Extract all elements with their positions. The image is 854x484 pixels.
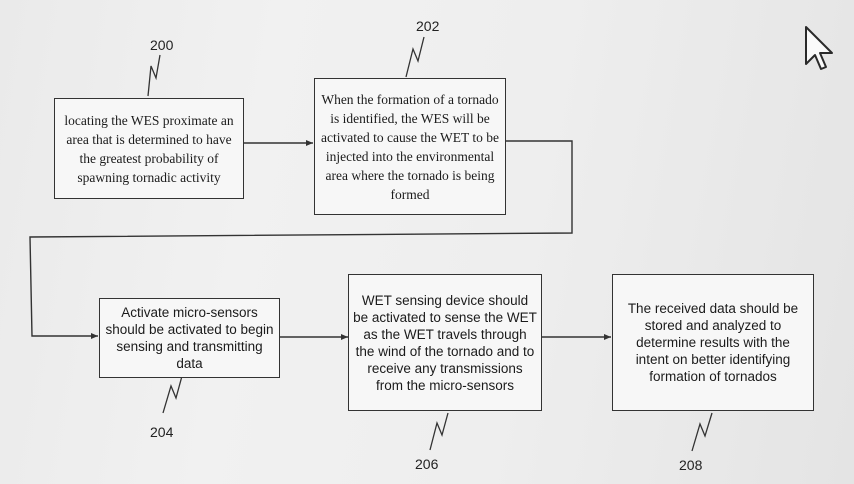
leader-204 — [162, 375, 183, 414]
leader-202 — [405, 36, 425, 78]
arrow-202-to-204 — [29, 140, 573, 339]
step-box-202: When the formation of a tornado is ident… — [314, 78, 506, 215]
leader-200 — [147, 54, 161, 97]
leader-208 — [691, 412, 713, 452]
step-box-200: locating the WES proximate an area that … — [54, 98, 244, 199]
step-text-208: The received data should be stored and a… — [627, 301, 799, 384]
ref-label-204: 204 — [150, 424, 174, 440]
step-text-202: When the formation of a tornado is ident… — [321, 91, 499, 202]
ref-label-202: 202 — [416, 18, 440, 34]
step-box-208: The received data should be stored and a… — [612, 274, 814, 411]
step-box-204: Activate micro-sensors should be activat… — [99, 298, 280, 378]
leader-206 — [429, 412, 449, 451]
mouse-pointer-icon — [805, 26, 833, 70]
step-box-206: WET sensing device should be activated t… — [348, 274, 542, 411]
step-text-206: WET sensing device should be activated t… — [353, 292, 537, 393]
ref-label-206: 206 — [415, 456, 439, 472]
ref-label-208: 208 — [679, 457, 703, 473]
ref-label-200: 200 — [150, 37, 174, 53]
step-text-200: locating the WES proximate an area that … — [64, 112, 234, 185]
step-text-204: Activate micro-sensors should be activat… — [105, 305, 274, 371]
